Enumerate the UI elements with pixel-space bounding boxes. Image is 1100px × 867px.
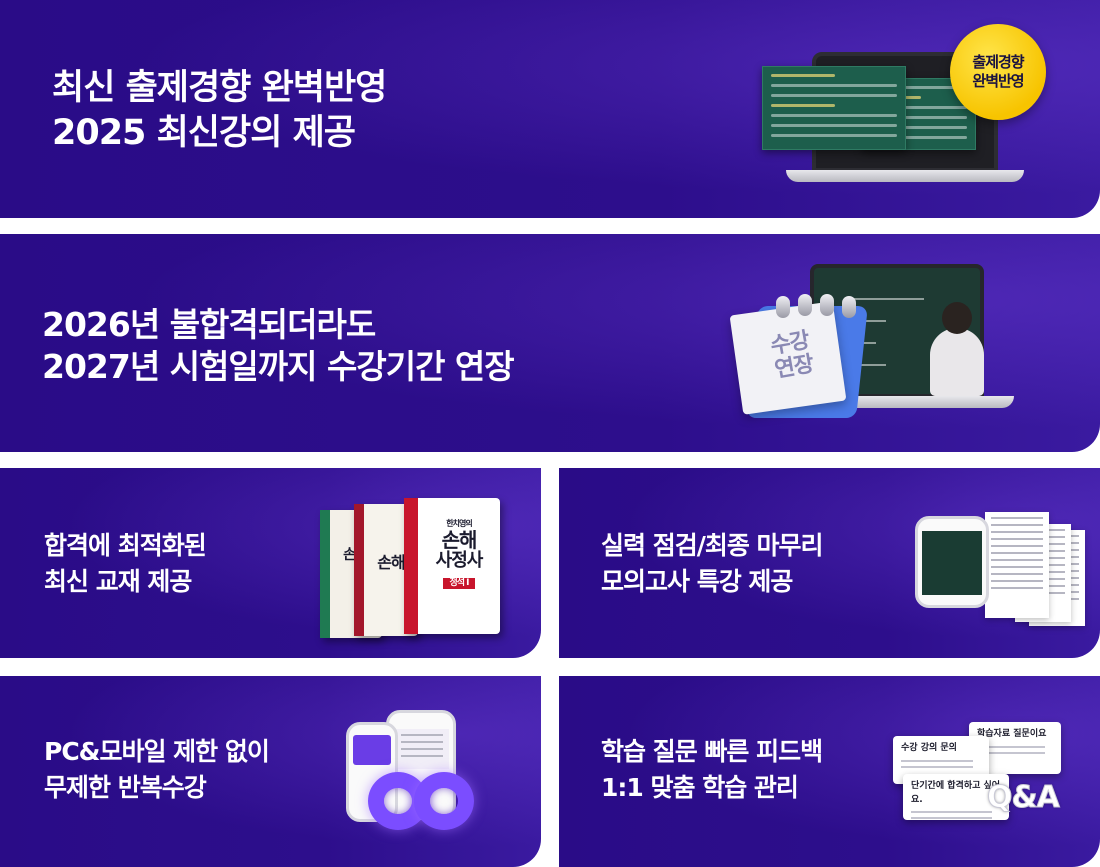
- book-title: 손해: [441, 527, 478, 552]
- textbook-front: 한치영의 손해 사정사 정석 Ⅰ: [404, 498, 500, 634]
- lecture-video: [922, 531, 982, 595]
- phone-mockup: [915, 516, 989, 608]
- book-edition: 정석 Ⅰ: [443, 577, 475, 590]
- card-title: PC&모바일 제한 없이 무제한 반복수강: [44, 734, 270, 805]
- badge-line: 출제경향: [972, 53, 1024, 72]
- card-title-line: 실력 점검/최종 마무리: [601, 531, 824, 560]
- book-subtitle: 사정사: [435, 549, 484, 571]
- calendar-ring: [820, 294, 834, 316]
- exam-paper: [985, 512, 1049, 618]
- card-title-line: 모의고사 특강 제공: [601, 566, 793, 596]
- book-side-title-text: 손해: [377, 553, 405, 572]
- card-title-line: 최신 교재 제공: [44, 566, 192, 596]
- calendar-ring: [842, 296, 856, 318]
- card-textbook: 합격에 최적화된 최신 교재 제공 손해 손해 한치영의 손해 사정사 정석 Ⅰ: [0, 468, 541, 658]
- card-title: 2026년 불합격되더라도 2027년 시험일까지 수강기간 연장: [42, 304, 515, 388]
- card-title-line: 최신 출제경향 완벽반영: [52, 68, 387, 108]
- calendar-ring: [798, 294, 812, 316]
- card-title: 최신 출제경향 완벽반영 2025 최신강의 제공: [52, 66, 387, 156]
- qa-mark: Q&A: [987, 780, 1061, 816]
- book-cover: 한치영의 손해 사정사 정석 Ⅰ: [422, 519, 496, 590]
- card-title-line: 무제한 반복수강: [44, 772, 207, 802]
- card-title-line: 2026년 불합격되더라도: [42, 305, 376, 344]
- card-title-line: 학습 질문 빠른 피드백: [601, 737, 823, 766]
- card-title: 학습 질문 빠른 피드백 1:1 맞춤 학습 관리: [601, 734, 823, 805]
- teacher-figure: [930, 328, 984, 396]
- qa-card-title: 단기간에 합격하고 싶어요.: [911, 781, 1001, 805]
- qa-card-title: 학습자료 질문이요: [977, 729, 1047, 739]
- calendar-ring: [776, 296, 790, 318]
- card-title: 합격에 최적화된 최신 교재 제공: [44, 528, 207, 599]
- laptop-base: [786, 170, 1024, 182]
- card-title-line: PC&모바일 제한 없이: [44, 737, 270, 766]
- card-title-line: 합격에 최적화된: [44, 531, 207, 560]
- trend-badge: 출제경향 완벽반영: [950, 24, 1046, 120]
- card-title-line: 2025 최신강의 제공: [52, 112, 356, 153]
- infinity-icon: [414, 772, 474, 830]
- qa-card-title: 수강 강의 문의: [901, 743, 957, 753]
- card-mock-exam: 실력 점검/최종 마무리 모의고사 특강 제공: [559, 468, 1100, 658]
- card-feedback: 학습 질문 빠른 피드백 1:1 맞춤 학습 관리 학습자료 질문이요 수강 강…: [559, 676, 1100, 867]
- card-title: 실력 점검/최종 마무리 모의고사 특강 제공: [601, 528, 824, 599]
- book-author: 한치영의: [446, 519, 472, 528]
- card-extension: 2026년 불합격되더라도 2027년 시험일까지 수강기간 연장 수강 연장: [0, 234, 1100, 452]
- book-side-title: 손해: [368, 554, 414, 572]
- teacher-head: [942, 302, 972, 334]
- card-unlimited: PC&모바일 제한 없이 무제한 반복수강: [0, 676, 541, 867]
- card-title-line: 1:1 맞춤 학습 관리: [601, 772, 799, 802]
- card-title-line: 2027년 시험일까지 수강기간 연장: [42, 347, 515, 387]
- badge-line: 완벽반영: [972, 72, 1024, 90]
- lecture-slide: [762, 66, 906, 150]
- qa-card: 단기간에 합격하고 싶어요.: [903, 774, 1009, 820]
- card-latest-trend: 최신 출제경향 완벽반영 2025 최신강의 제공 출제경향 완벽반영: [0, 0, 1100, 218]
